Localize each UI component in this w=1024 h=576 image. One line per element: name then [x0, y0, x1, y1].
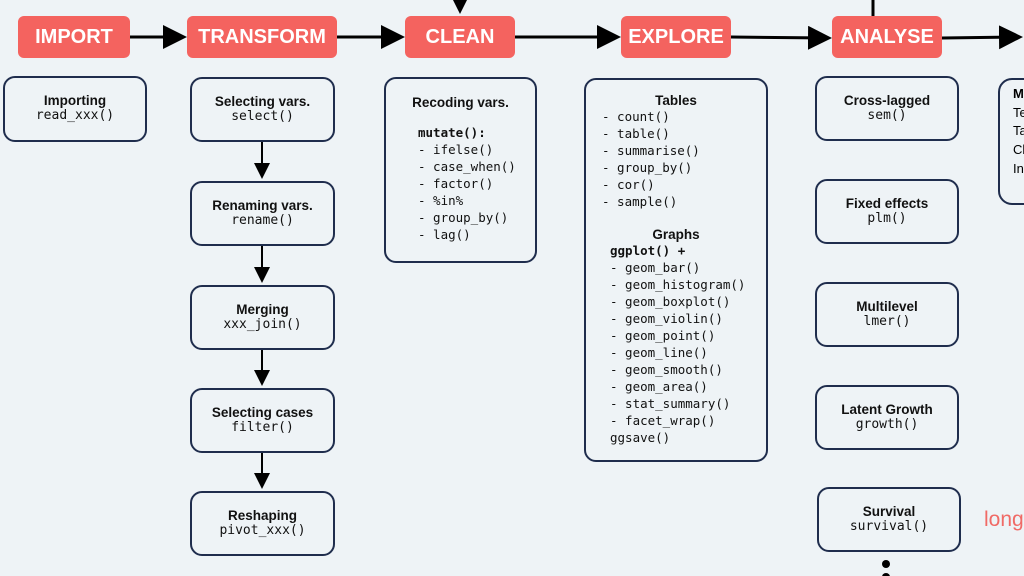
box-title: Renaming vars. — [212, 198, 313, 213]
clean-box: Recoding vars. mutate(): - ifelse() - ca… — [384, 77, 537, 263]
box-title: Importing — [43, 93, 107, 108]
code-item: - facet_wrap() — [610, 413, 716, 428]
box-title: Latent Growth — [841, 402, 933, 417]
code-item: - geom_boxplot() — [610, 294, 731, 309]
partial-label: long — [984, 508, 1024, 531]
box-title: Merging — [236, 302, 289, 317]
code-head: ggplot() + — [610, 243, 686, 258]
partial-text: M — [1013, 86, 1024, 101]
code-item: - group_by() — [418, 210, 509, 225]
box-code: select() — [231, 109, 294, 124]
stage-transform: TRANSFORM — [187, 16, 337, 58]
box-code: survival() — [849, 519, 929, 534]
stage-clean: CLEAN — [405, 16, 515, 58]
box-code: read_xxx() — [35, 108, 115, 123]
stage-import: IMPORT — [18, 16, 130, 58]
code-item: - sample() — [602, 194, 678, 209]
code-item: - stat_summary() — [610, 396, 731, 411]
partial-text: Te — [1013, 105, 1024, 120]
code-item: - %in% — [418, 193, 464, 208]
code-item: ggsave() — [610, 430, 671, 445]
code-item: - case_when() — [418, 159, 516, 174]
code-item: - geom_smooth() — [610, 362, 723, 377]
tables-title: Tables — [655, 93, 697, 108]
transform-box: Selecting vars.select() — [190, 77, 335, 142]
code-item: - summarise() — [602, 143, 700, 158]
code-item: - group_by() — [602, 160, 693, 175]
box-title: Selecting vars. — [214, 94, 311, 109]
code-item: - cor() — [602, 177, 655, 192]
box-title: Selecting cases — [211, 405, 314, 420]
transform-box: Renaming vars.rename() — [190, 181, 335, 246]
box-code: xxx_join() — [223, 317, 302, 332]
box-title: Cross-lagged — [843, 93, 931, 108]
box-code: lmer() — [863, 314, 911, 329]
box-title: Multilevel — [856, 299, 918, 314]
stage-explore: EXPLORE — [621, 16, 731, 58]
import-box: Importing read_xxx() — [3, 76, 147, 142]
box-title: Recoding vars. — [412, 95, 509, 110]
dot — [882, 573, 890, 576]
box-code: growth() — [855, 417, 919, 432]
box-code: rename() — [231, 213, 294, 228]
box-code: sem() — [867, 108, 907, 123]
box-title: Survival — [862, 504, 916, 519]
code-item: - geom_point() — [610, 328, 716, 343]
graphs-title: Graphs — [652, 227, 700, 242]
box-title: Reshaping — [227, 508, 297, 523]
partial-text: Cl — [1013, 142, 1024, 157]
code-item: - factor() — [418, 176, 494, 191]
explore-box: Tables - count() - table() - summarise()… — [584, 78, 768, 462]
code-item: - count() — [602, 109, 670, 124]
box-code: plm() — [867, 211, 907, 226]
box-code: pivot_xxx() — [219, 523, 306, 538]
code-head: mutate(): — [418, 125, 486, 140]
code-item: - geom_histogram() — [610, 277, 746, 292]
partial-box — [998, 78, 1024, 205]
code-item: - table() — [602, 126, 670, 141]
code-item: - lag() — [418, 227, 471, 242]
stage-analyse: ANALYSE — [832, 16, 942, 58]
code-item: - geom_line() — [610, 345, 708, 360]
partial-text: In — [1013, 161, 1024, 176]
box-title: Fixed effects — [845, 196, 929, 211]
code-item: - geom_violin() — [610, 311, 723, 326]
code-item: - ifelse() — [418, 142, 494, 157]
box-code: filter() — [231, 420, 294, 435]
code-item: - geom_bar() — [610, 260, 701, 275]
partial-text: Ta — [1013, 123, 1024, 138]
code-item: - geom_area() — [610, 379, 708, 394]
dot — [882, 560, 890, 568]
